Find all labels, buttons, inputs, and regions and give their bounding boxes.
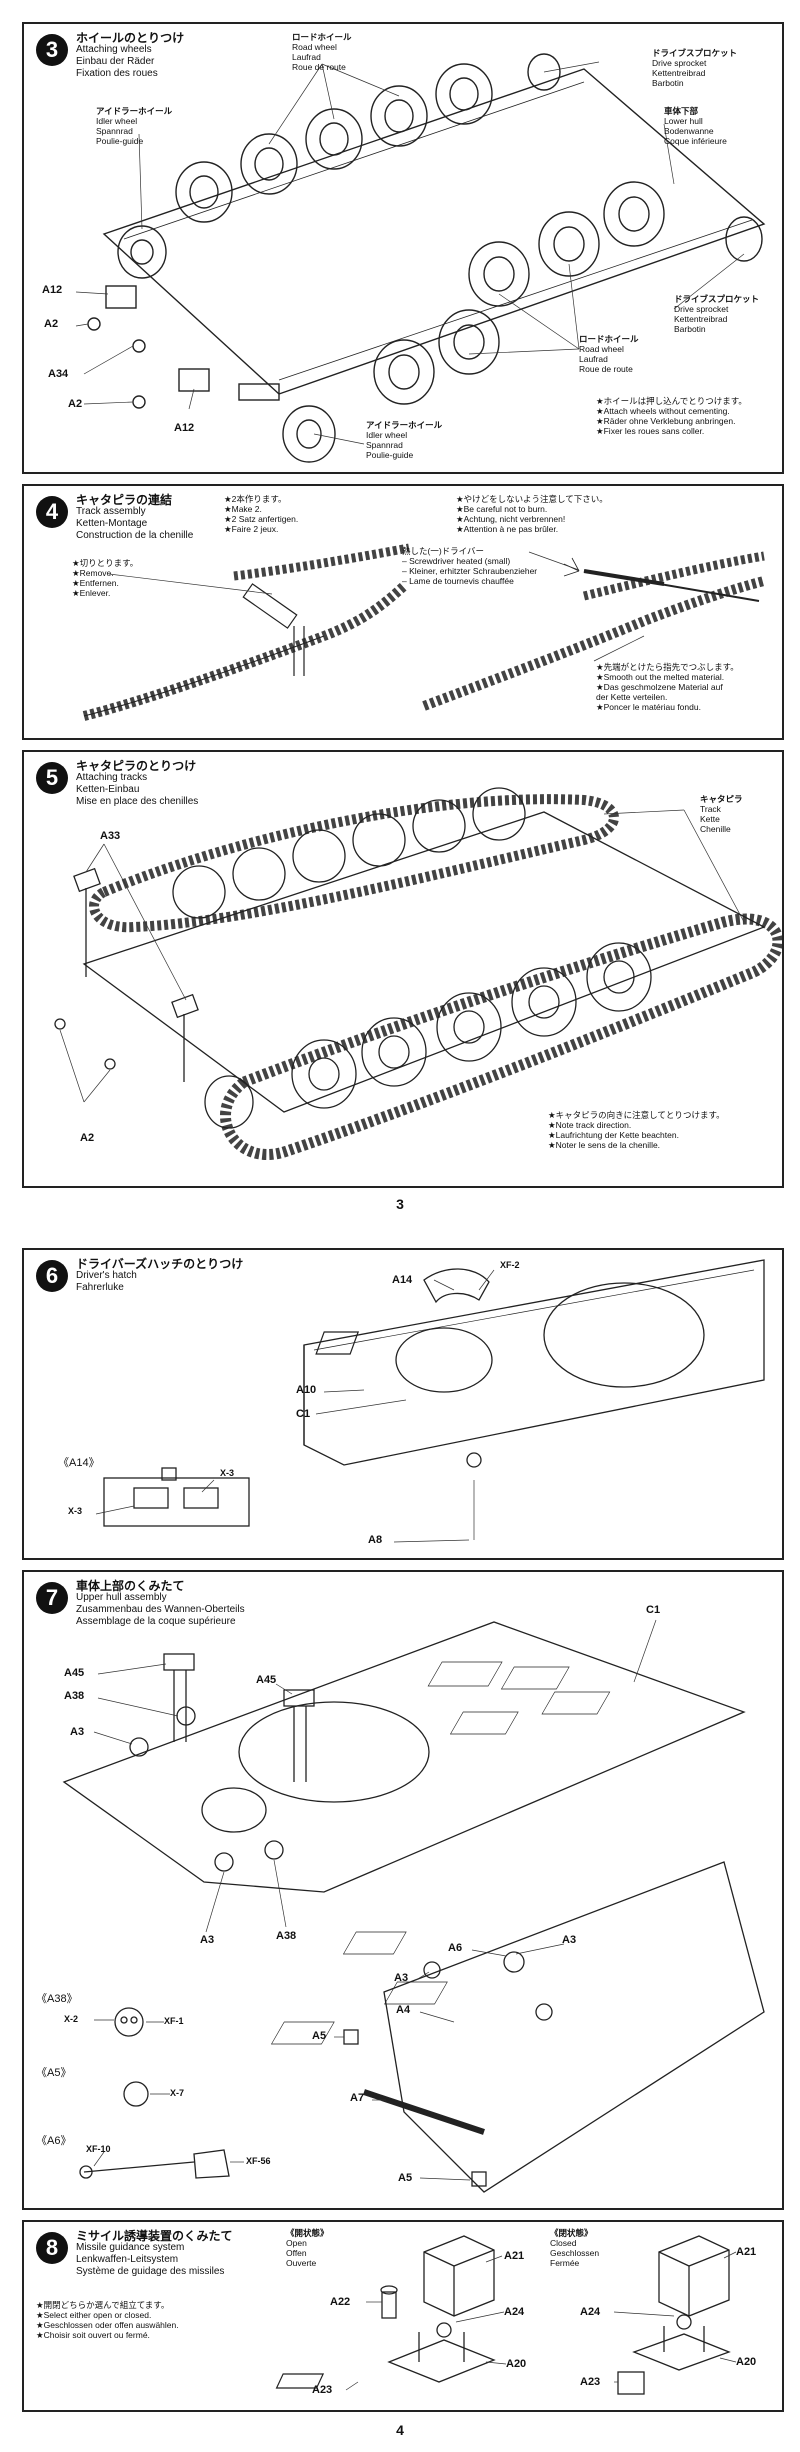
detail-a6-label: 《A6》 xyxy=(36,2135,72,2147)
make-two-note: ★2本作ります。 ★Make 2. ★2 Satz anfertigen. ★F… xyxy=(224,494,299,534)
step-title: 車体上部のくみたて Upper hull assembly Zusammenba… xyxy=(76,1579,245,1627)
step-7-panel: 7 車体上部のくみたて Upper hull assembly Zusammen… xyxy=(22,1570,784,2210)
part-a23-open: A23 xyxy=(312,2384,333,2396)
open-closed-note: ★開閉どちらか選んで組立てます。 ★Select either open or … xyxy=(36,2300,179,2340)
closed-variant-label: 《閉状態》 Closed Geschlossen Fermée xyxy=(550,2228,600,2268)
detail-a14-label: 《A14》 xyxy=(58,1457,100,1469)
part-a33: A33 xyxy=(100,830,121,842)
color-x7: X-7 xyxy=(170,2088,185,2098)
color-x3-left: X-3 xyxy=(68,1506,83,1516)
part-a34: A34 xyxy=(48,368,69,380)
step-title: ホイールのとりつけ Attaching wheels Einbau der Rä… xyxy=(76,31,185,79)
part-a38-left: A38 xyxy=(64,1690,85,1702)
idler-wheel-label-bottom: アイドラーホイール Idler wheel Spannrad Poulie-gu… xyxy=(366,420,443,460)
part-a23-closed: A23 xyxy=(580,2376,601,2388)
part-a14: A14 xyxy=(392,1274,413,1286)
part-a22: A22 xyxy=(330,2296,351,2308)
track-label: キャタピラ Track Kette Chenille xyxy=(700,794,743,834)
lower-hull-shape xyxy=(102,68,766,395)
color-xf10: XF-10 xyxy=(86,2144,111,2154)
track-assembly-diagram xyxy=(82,543,766,721)
part-a12-bottom: A12 xyxy=(174,422,195,434)
step-title: ミサイル誘導装置のくみたて Missile guidance system Le… xyxy=(76,2229,233,2277)
road-wheels-bottom-row xyxy=(282,181,763,463)
step-title: キャタピラのとりつけ Attaching tracks Ketten-Einba… xyxy=(76,759,199,807)
part-a21-open: A21 xyxy=(504,2250,525,2262)
part-a45-right: A45 xyxy=(256,1674,277,1686)
color-xf1: XF-1 xyxy=(164,2016,184,2026)
road-wheels-top-row xyxy=(175,53,561,223)
part-a2-left: A2 xyxy=(44,318,59,330)
part-a24-closed: A24 xyxy=(580,2306,601,2318)
page-number-3: 3 xyxy=(396,1196,404,1212)
step-4-panel: 4 キャタピラの連結 Track assembly Ketten-Montage… xyxy=(22,484,784,740)
part-c1: C1 xyxy=(296,1408,311,1420)
screwdriver-note: 熱した(一)ドライバー – Screwdriver heated (small)… xyxy=(402,546,538,586)
part-a3-right: A3 xyxy=(562,1934,577,1946)
page-number-4: 4 xyxy=(396,2422,404,2438)
step-number: 3 xyxy=(36,34,68,66)
part-a12-left: A12 xyxy=(42,284,63,296)
color-x2: X-2 xyxy=(64,2014,79,2024)
tracks-fitting-diagram xyxy=(54,787,782,1160)
color-xf2: XF-2 xyxy=(500,1260,520,1270)
track-direction-note: ★キャタピラの向きに注意してとりつけます。 ★Note track direct… xyxy=(548,1110,725,1150)
part-a2: A2 xyxy=(80,1132,95,1144)
part-a3-bottom: A3 xyxy=(200,1934,215,1946)
part-a38-bottom: A38 xyxy=(276,1930,297,1942)
upper-hull-diagram xyxy=(62,1619,765,2193)
part-a5-left: A5 xyxy=(312,2030,327,2042)
step-number: 6 xyxy=(36,1260,68,1292)
step-title: キャタピラの連結 Track assembly Ketten-Montage C… xyxy=(76,493,194,541)
part-c1: C1 xyxy=(646,1604,661,1616)
part-a6: A6 xyxy=(448,1942,463,1954)
part-a21-closed: A21 xyxy=(736,2246,757,2258)
color-xf56: XF-56 xyxy=(246,2156,271,2166)
wheels-diagram xyxy=(75,53,766,463)
smooth-note: ★先端がとけたら指先でつぶします。 ★Smooth out the melted… xyxy=(596,662,739,712)
part-a7: A7 xyxy=(350,2092,365,2104)
lower-hull-label: 車体下部 Lower hull Bodenwanne Coque inférie… xyxy=(664,106,727,146)
step-6-panel: 6 ドライバーズハッチのとりつけ Driver's hatch Fahrerlu… xyxy=(22,1248,784,1560)
wheels-note: ★ホイールは押し込んでとりつけます。 ★Attach wheels withou… xyxy=(596,396,747,436)
road-wheel-label-bottom: ロードホイール Road wheel Laufrad Roue de route xyxy=(579,334,639,374)
part-a8: A8 xyxy=(368,1534,383,1546)
part-a3-mid: A3 xyxy=(394,1972,409,1984)
part-a5-bottom: A5 xyxy=(398,2172,413,2184)
remove-note: ★切りとります。 ★Remove. ★Entfernen. ★Enlever. xyxy=(72,558,139,598)
missile-guidance-diagram xyxy=(275,2235,737,2395)
part-a20-closed: A20 xyxy=(736,2356,757,2368)
color-x3-right: X-3 xyxy=(220,1468,235,1478)
detail-a5-label: 《A5》 xyxy=(36,2067,72,2079)
part-a10: A10 xyxy=(296,1384,317,1396)
part-a3-left: A3 xyxy=(70,1726,85,1738)
step-number: 5 xyxy=(36,762,68,794)
detail-a38-label: 《A38》 xyxy=(36,1993,78,2005)
step-number: 8 xyxy=(36,2232,68,2264)
drive-sprocket-label-top: ドライブスプロケット Drive sprocket Kettentreibrad… xyxy=(652,48,738,88)
step-5-panel: 5 キャタピラのとりつけ Attaching tracks Ketten-Ein… xyxy=(22,750,784,1188)
part-a24-open: A24 xyxy=(504,2306,525,2318)
step-number: 4 xyxy=(36,496,68,528)
step-number: 7 xyxy=(36,1582,68,1614)
idler-wheel-label-left: アイドラーホイール Idler wheel Spannrad Poulie-gu… xyxy=(96,106,173,146)
part-a2-bottom: A2 xyxy=(68,398,83,410)
step-title: ドライバーズハッチのとりつけ Driver's hatch Fahrerluke xyxy=(76,1257,244,1293)
step-8-panel: 8 ミサイル誘導装置のくみたて Missile guidance system … xyxy=(22,2220,784,2412)
part-a20-open: A20 xyxy=(506,2358,527,2370)
open-variant-label: 《開状態》 Open Offen Ouverte xyxy=(286,2228,329,2268)
step-3-panel: 3 ホイールのとりつけ Attaching wheels Einbau der … xyxy=(22,22,784,474)
drivers-hatch-diagram xyxy=(95,1259,765,1543)
careful-note: ★やけどをしないよう注意して下さい。 ★Be careful not to bu… xyxy=(456,494,608,534)
idler-wheel-shape xyxy=(117,225,167,279)
part-a4: A4 xyxy=(396,2004,411,2016)
part-a45-left: A45 xyxy=(64,1667,85,1679)
drive-sprocket-label-bottom: ドライブスプロケット Drive sprocket Kettentreibrad… xyxy=(674,294,760,334)
road-wheel-label-top: ロードホイール Road wheel Laufrad Roue de route xyxy=(292,32,352,72)
